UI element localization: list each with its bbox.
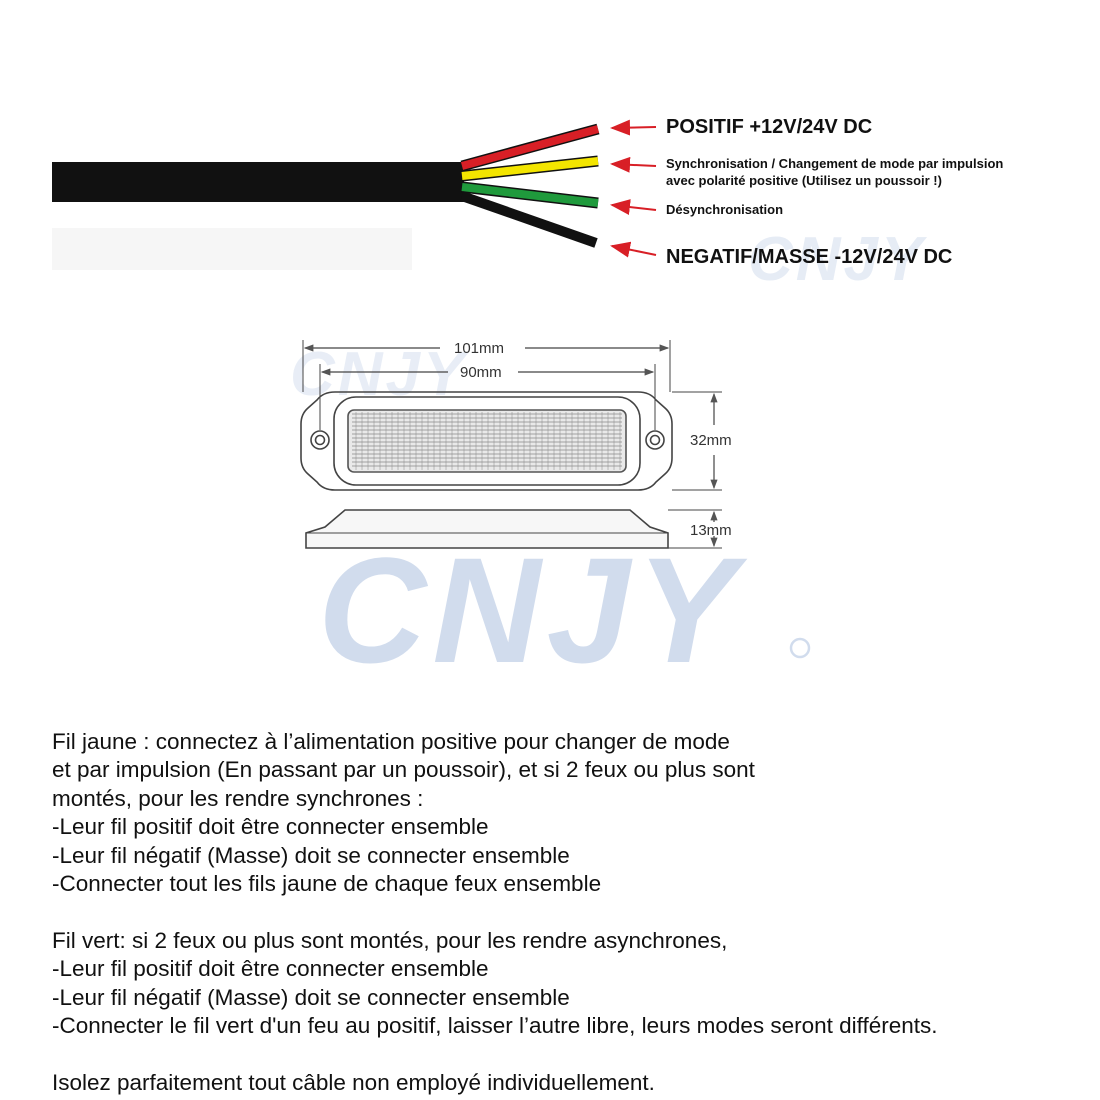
wire-black [460,191,598,248]
wiring-and-dimension-diagram: CNJY CNJY CNJY [52,119,928,694]
dim-total-length: 101mm [454,340,504,357]
light-side-view [305,509,722,549]
dim-depth: 13mm [690,522,732,539]
wires [460,123,600,248]
arrow-red [610,119,657,136]
watermark-small-right: CNJY [748,225,928,294]
label-positive: POSITIF +12V/24V DC [666,116,873,138]
watermark-large: CNJY [318,526,811,694]
wiring-instructions: Fil jaune : connectez à l’alimentation p… [52,728,1082,1097]
label-desync: Désynchronisation [666,202,784,217]
led-grille [352,412,622,470]
cable-shadow [52,228,412,270]
watermark-small-left: CNJY [290,340,470,409]
arrow-yellow [610,156,657,173]
arrow-green [610,199,657,215]
dim-height: 32mm [690,432,732,449]
mount-hole-right [645,430,665,450]
wire-arrows [610,119,657,258]
dim-hole-spacing: 90mm [460,364,502,381]
arrow-black [610,241,657,258]
label-negative: NEGATIF/MASSE -12V/24V DC [666,246,953,268]
svg-text:CNJY: CNJY [748,225,928,294]
yellow-wire-notes: Fil jaune : connectez à l’alimentation p… [52,729,755,897]
insulation-note: Isolez parfaitement tout câble non emplo… [52,1069,655,1095]
registered-mark-icon [789,637,811,659]
light-top-view [300,340,722,491]
green-wire-notes: Fil vert: si 2 feux ou plus sont montés,… [52,927,938,1039]
mount-hole-left [310,430,330,450]
watermark-text: CNJY [318,526,748,694]
label-sync: Synchronisation / Changement de mode par… [666,156,1004,188]
svg-text:CNJY: CNJY [290,340,470,409]
cable-sheath [52,162,464,202]
